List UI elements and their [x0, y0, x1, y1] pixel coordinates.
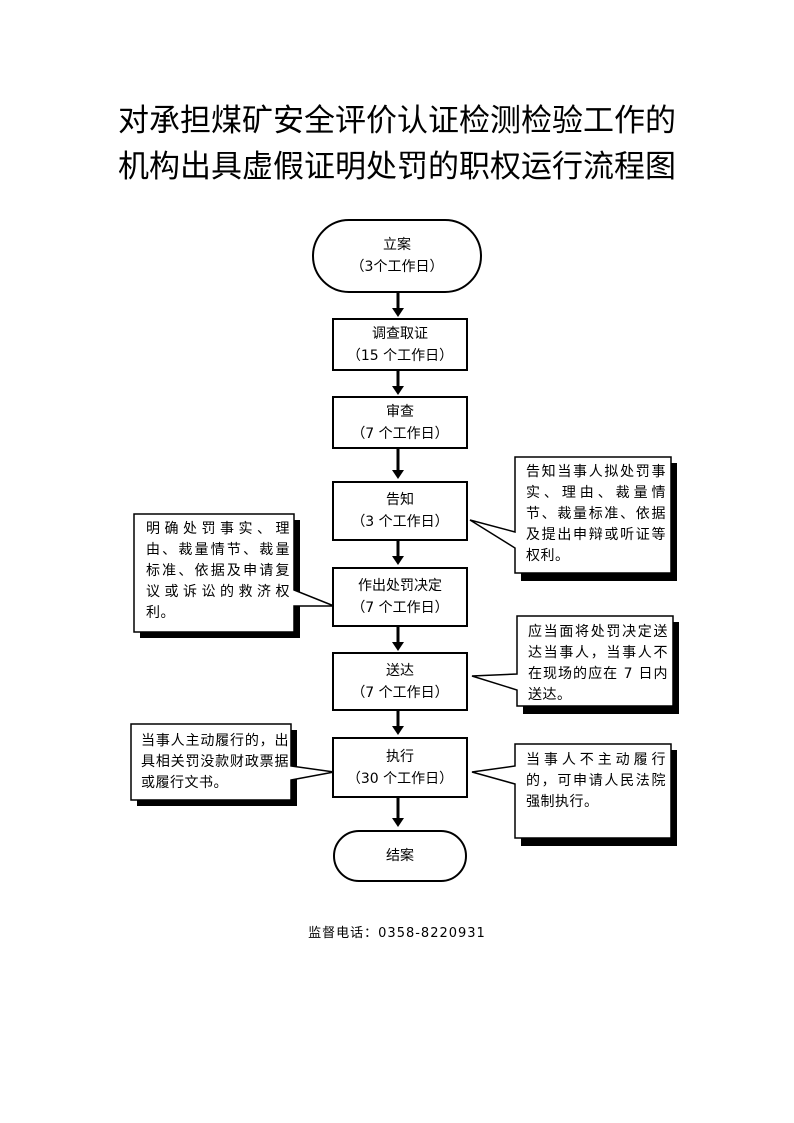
step-label: 告知 — [386, 492, 414, 508]
note-deliver-shape — [471, 615, 674, 707]
step-label: 送达 — [386, 663, 414, 679]
note-voluntary-shape — [130, 723, 335, 801]
arrow-3-head — [392, 470, 404, 479]
arrow-4-head — [392, 556, 404, 565]
step-days: （30 个工作日） — [346, 771, 454, 787]
step-decision: 作出处罚决定 （7 个工作日） — [332, 567, 468, 627]
step-investigation: 调查取证 （15 个工作日） — [332, 318, 468, 371]
note-involuntary-shape — [471, 743, 672, 839]
step-deliver: 送达 （7 个工作日） — [332, 652, 468, 711]
page-title-line-1: 对承担煤矿安全评价认证检测检验工作的 — [118, 103, 676, 139]
note-decision-shape — [133, 513, 335, 633]
step-file-case: 立案 （3个工作日） — [312, 219, 482, 293]
note-involuntary: 当事人不主动履行的，可申请人民法院强制执行。 — [526, 752, 666, 810]
step-label: 调查取证 — [372, 326, 428, 342]
note-voluntary: 当事人主动履行的，出具相关罚没款财政票据或履行文书。 — [141, 733, 289, 791]
step-days: （7 个工作日） — [351, 685, 449, 701]
step-days: （3 个工作日） — [351, 514, 449, 530]
step-days: （7 个工作日） — [351, 600, 449, 616]
step-review: 审查 （7 个工作日） — [332, 396, 468, 449]
step-label: 立案 — [383, 237, 411, 253]
arrow-5-head — [392, 642, 404, 651]
step-days: （3个工作日） — [350, 259, 444, 275]
arrow-6-head — [392, 726, 404, 735]
step-label: 执行 — [386, 749, 414, 765]
note-inform-shape — [469, 456, 672, 574]
step-days: （7 个工作日） — [351, 426, 449, 442]
step-days: （15 个工作日） — [346, 348, 454, 364]
arrow-2-head — [392, 386, 404, 395]
note-decision: 明确处罚事实、理由、裁量情节、裁量标准、依据及申请复议或诉讼的救济权利。 — [146, 521, 290, 621]
step-label: 作出处罚决定 — [358, 578, 442, 594]
step-label: 审查 — [386, 404, 414, 420]
step-label: 结案 — [386, 848, 414, 864]
step-close-case: 结案 — [333, 830, 467, 882]
supervision-phone: 监督电话：0358-8220931 — [308, 926, 486, 941]
note-inform: 告知当事人拟处罚事实、理由、裁量情节、裁量标准、依据及提出申辩或听证等权利。 — [526, 464, 666, 564]
arrow-1-head — [392, 308, 404, 317]
page-title-line-2: 机构出具虚假证明处罚的职权运行流程图 — [118, 149, 676, 185]
arrow-7-head — [392, 818, 404, 827]
note-deliver: 应当面将处罚决定送达当事人，当事人不在现场的应在 7 日内送达。 — [528, 624, 668, 703]
step-inform: 告知 （3 个工作日） — [332, 481, 468, 541]
step-execute: 执行 （30 个工作日） — [332, 737, 468, 798]
